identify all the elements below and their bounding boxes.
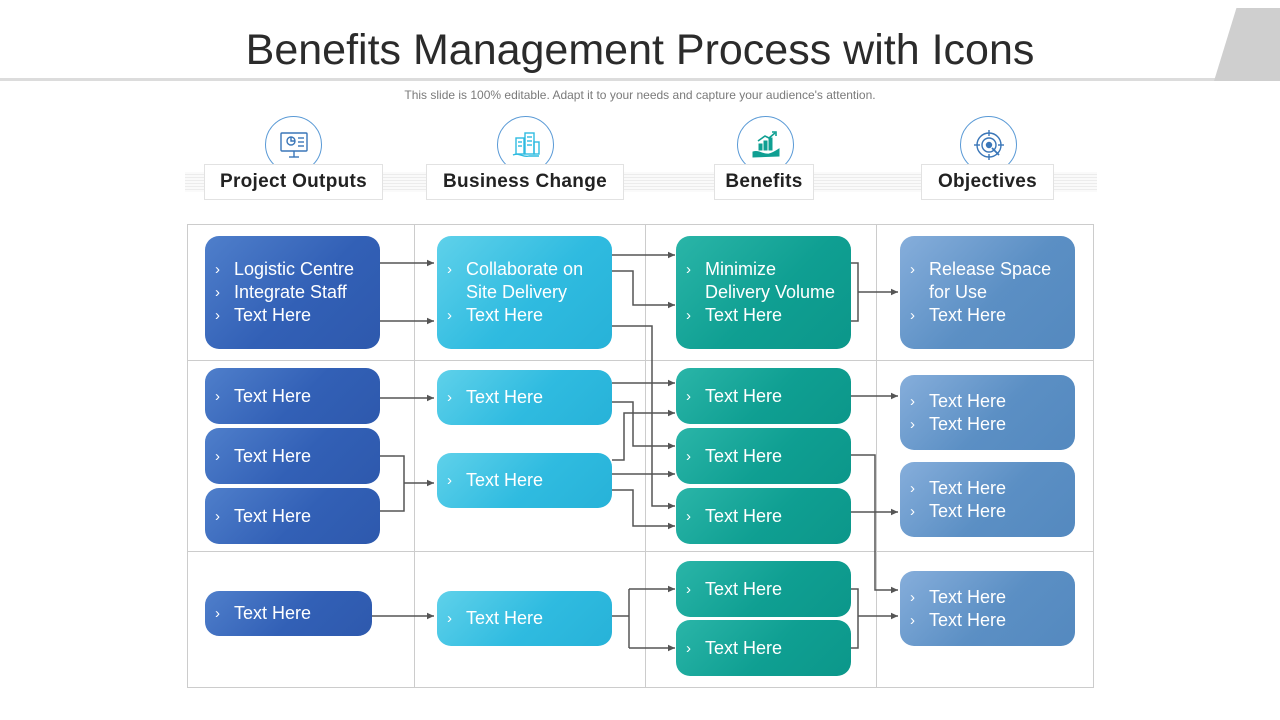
node-bullet-item: Text Here [910, 477, 1069, 500]
connector [612, 409, 675, 461]
benefit-node[interactable]: Text Here [676, 561, 851, 617]
node-bullet-item: Minimize Delivery Volume [686, 258, 845, 304]
node-bullet-item: Text Here [910, 304, 1069, 327]
city-building-icon [497, 116, 554, 173]
benefit-node[interactable]: Text Here [676, 428, 851, 484]
node-bullet-item: Text Here [910, 500, 1069, 523]
connector [612, 325, 675, 510]
node-bullet-item: Text Here [447, 469, 606, 492]
node-bullet-item: Text Here [686, 505, 845, 528]
connector [851, 262, 859, 322]
target-icon [960, 116, 1017, 173]
node-bullet-item: Text Here [215, 445, 374, 468]
change-node[interactable]: Text Here [437, 453, 612, 508]
header-stripe [185, 172, 1097, 192]
node-bullet-item: Text Here [910, 586, 1069, 609]
column-label-benefits: Benefits [714, 164, 814, 200]
objective-node[interactable]: Text HereText Here [900, 571, 1075, 646]
output-node[interactable]: Text Here [205, 488, 380, 544]
change-node-collaborate[interactable]: Collaborate on Site DeliveryText Here [437, 236, 612, 349]
node-bullet-item: Text Here [215, 602, 366, 625]
node-bullet-item: Text Here [686, 578, 845, 601]
node-bullet-item: Text Here [686, 637, 845, 660]
node-bullet-item: Logistic Centre [215, 258, 374, 281]
output-node[interactable]: Text Here [205, 368, 380, 424]
title-underline [0, 78, 1226, 81]
objective-node[interactable]: Text HereText Here [900, 462, 1075, 537]
connector [612, 489, 675, 530]
node-bullet-item: Text Here [215, 505, 374, 528]
node-bullet-item: Text Here [215, 385, 374, 408]
slide-title: Benefits Management Process with Icons [245, 26, 1035, 74]
node-bullet-item: Text Here [910, 390, 1069, 413]
connector [851, 454, 898, 594]
node-bullet-item: Text Here [686, 445, 845, 468]
node-bullet-item: Text Here [910, 609, 1069, 632]
benefit-node[interactable]: Text Here [676, 620, 851, 676]
node-bullet-item: Release Space for Use [910, 258, 1069, 304]
grid-lines [187, 224, 1094, 688]
change-node[interactable]: Text Here [437, 591, 612, 646]
connector [380, 455, 405, 512]
slide-subtitle: This slide is 100% editable. Adapt it to… [404, 88, 876, 102]
node-bullet-item: Text Here [910, 413, 1069, 436]
connector [851, 588, 859, 649]
node-bullet-item: Integrate Staff [215, 281, 374, 304]
node-bullet-item: Text Here [686, 304, 845, 327]
node-bullet-item: Text Here [447, 304, 606, 327]
node-bullet-item: Text Here [215, 304, 374, 327]
connector [612, 401, 675, 450]
benefit-node[interactable]: Text Here [676, 368, 851, 424]
output-node[interactable]: Text Here [205, 428, 380, 484]
node-bullet-item: Text Here [447, 386, 606, 409]
benefit-node-minimize-delivery[interactable]: Minimize Delivery VolumeText Here [676, 236, 851, 349]
column-label-objectives: Objectives [921, 164, 1054, 200]
column-label-project-outputs: Project Outputs [204, 164, 383, 200]
output-node-logistic-centre[interactable]: Logistic CentreIntegrate StaffText Here [205, 236, 380, 349]
node-bullet-item: Collaborate on Site Delivery [447, 258, 606, 304]
column-label-business-change: Business Change [426, 164, 624, 200]
connector [612, 270, 675, 309]
output-node[interactable]: Text Here [205, 591, 372, 636]
benefit-node[interactable]: Text Here [676, 488, 851, 544]
node-bullet-item: Text Here [686, 385, 845, 408]
node-bullet-item: Text Here [447, 607, 606, 630]
objective-node[interactable]: Text HereText Here [900, 375, 1075, 450]
change-node[interactable]: Text Here [437, 370, 612, 425]
objective-node-release-space[interactable]: Release Space for UseText Here [900, 236, 1075, 349]
